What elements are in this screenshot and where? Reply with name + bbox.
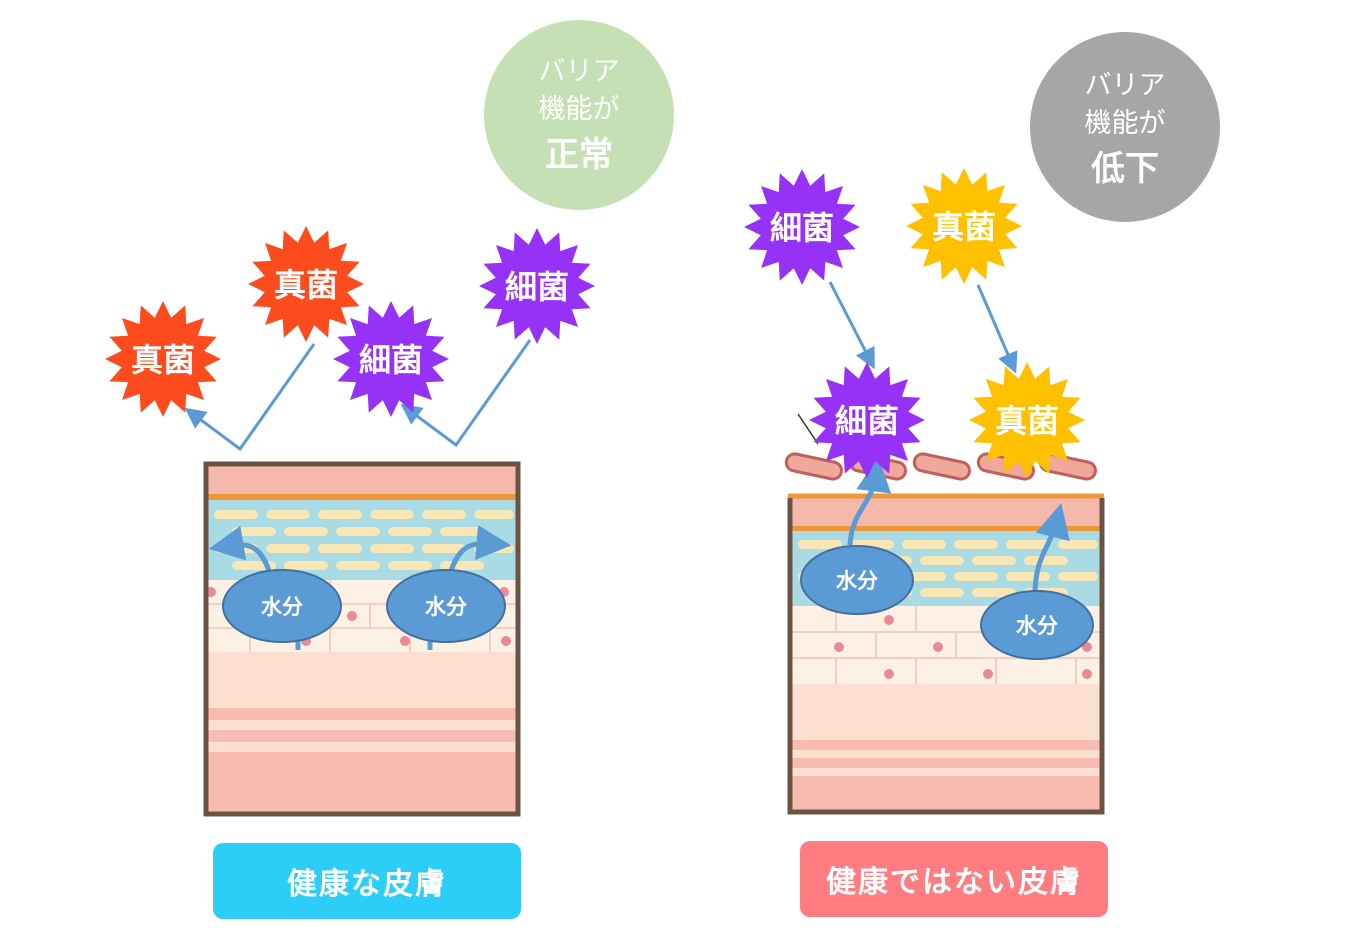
invade-arrow bbox=[976, 284, 1018, 374]
fungus-burst: 真菌 bbox=[105, 301, 221, 417]
moisture-label: 水分 bbox=[836, 569, 878, 593]
bacteria-burst: 細菌 bbox=[333, 301, 449, 417]
caption-unhealthy-skin: 健康ではない皮膚 bbox=[800, 841, 1108, 917]
bacteria-label: 細菌 bbox=[359, 341, 423, 379]
badge-line2: 機能が bbox=[1085, 108, 1166, 139]
bacteria-burst: 細菌 bbox=[744, 169, 860, 285]
badge-line2: 機能が bbox=[539, 94, 620, 125]
moisture-blob: 水分 bbox=[208, 525, 342, 650]
bacteria-burst: 細菌 bbox=[479, 228, 595, 344]
barrier-badge-normal: バリア 機能が 正常 bbox=[484, 20, 674, 210]
badge-status: 正常 bbox=[545, 135, 613, 175]
deflect-arrow bbox=[400, 339, 532, 448]
bacteria-label: 細菌 bbox=[770, 209, 834, 247]
badge-line1: バリア bbox=[1085, 70, 1166, 101]
bacteria-burst: 細菌 bbox=[809, 362, 925, 478]
moisture-label: 水分 bbox=[1016, 614, 1058, 638]
caption-healthy-skin: 健康な皮膚 bbox=[213, 843, 521, 919]
fungus-label: 真菌 bbox=[995, 402, 1059, 440]
healthy-skin-diagram: バリア 機能が 正常 bbox=[105, 20, 674, 817]
fungus-label: 真菌 bbox=[932, 208, 996, 246]
invade-arrow bbox=[828, 281, 875, 370]
moisture-label: 水分 bbox=[261, 595, 303, 619]
fungus-label: 真菌 bbox=[131, 341, 195, 379]
barrier-badge-low: バリア 機能が 低下 bbox=[1030, 32, 1220, 222]
deflect-arrow bbox=[184, 343, 316, 452]
fungus-label: 真菌 bbox=[274, 266, 338, 304]
flake-crack bbox=[797, 413, 819, 445]
fungus-burst: 真菌 bbox=[969, 362, 1085, 478]
badge-status: 低下 bbox=[1091, 149, 1159, 189]
fungus-burst: 真菌 bbox=[248, 226, 364, 342]
unhealthy-skin-diagram: バリア 機能が 低下 bbox=[744, 32, 1220, 815]
moisture-label: 水分 bbox=[425, 595, 467, 619]
fungus-burst: 真菌 bbox=[906, 168, 1022, 284]
bacteria-label: 細菌 bbox=[505, 268, 569, 306]
bacteria-label: 細菌 bbox=[835, 402, 899, 440]
moisture-blob: 水分 bbox=[980, 503, 1094, 660]
skin-frame bbox=[787, 498, 1105, 815]
badge-line1: バリア bbox=[539, 56, 620, 87]
moisture-blob: 水分 bbox=[386, 525, 512, 650]
moisture-blob: 水分 bbox=[800, 456, 914, 615]
skin-frame bbox=[203, 461, 521, 817]
